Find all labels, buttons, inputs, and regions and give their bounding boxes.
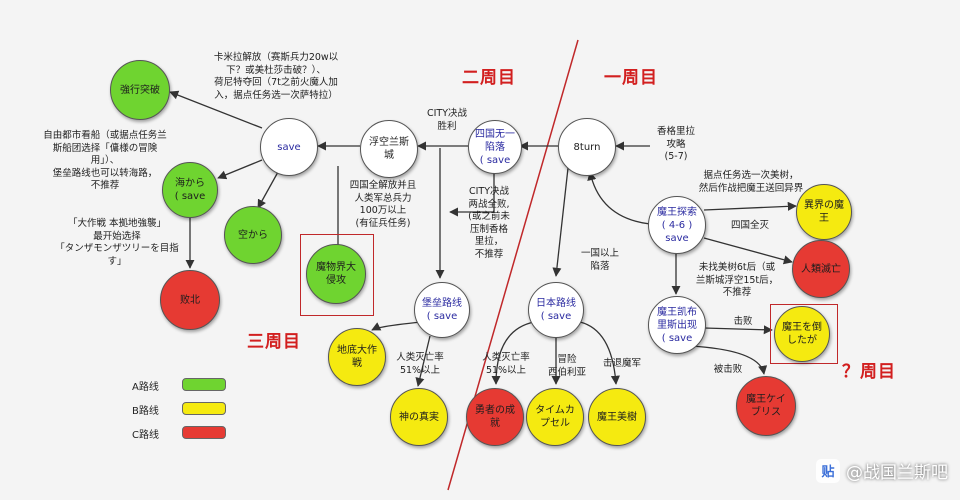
node-daoshi: 魔王を倒 したが <box>774 306 830 362</box>
edge-save1-haikara <box>217 159 263 180</box>
edge-baolei-didi <box>371 321 423 331</box>
highlight-box-daoshi <box>770 304 838 364</box>
edge-baolei-shen <box>415 335 431 387</box>
node-kailu: 魔王凯布 里斯出现 ( save <box>648 296 706 354</box>
round3-label: 三周目 <box>247 332 301 352</box>
note-jituimo: 击退魔军 <box>602 358 641 369</box>
highlight-box-mowu <box>300 234 374 316</box>
note-weizhao: 未找美树6t后（或 兰斯城浮空15t后， 不推荐 <box>695 262 779 298</box>
edge-kailu-keibu <box>689 345 768 375</box>
node-tansuo: 魔王探索 ( 4-6 ) save <box>648 196 706 254</box>
note-renlei1: 人类灭亡率 51%以上 <box>396 352 444 376</box>
node-yongzhe: 勇者の成 就 <box>466 388 524 446</box>
legend-swatch-b <box>182 402 226 415</box>
legend-label-b: B路线 <box>132 406 159 417</box>
note-ziyou: 自由都市看船（或据点任务兰 斯船团选择「傭様の冒険 用」）、 堡垒路线也可以转海… <box>43 130 167 191</box>
node-keibu: 魔王ケイ ブリス <box>736 376 796 436</box>
edge-tansuo-renlei <box>703 237 793 265</box>
edge-riben-yongzhe <box>491 321 535 385</box>
note-city1: CITY决战 胜利 <box>426 108 468 132</box>
note-city2: CITY决战 两战全败, (或之前未 压制香格 里拉， 不推荐 <box>468 186 510 260</box>
note-yiguo: 一国以上 陷落 <box>580 248 619 272</box>
node-mowu: 魔物界大 侵攻 <box>306 244 366 304</box>
node-haikara: 海から ( save <box>162 162 218 218</box>
node-baolei: 堡垒路线 ( save <box>414 282 470 338</box>
note-renlei2: 人类灭亡率 51%以上 <box>482 352 530 376</box>
edge-tansuo-yijie <box>703 201 797 211</box>
watermark-text: @战国兰斯吧 <box>846 463 948 483</box>
note-siguoquanmie: 四国全灭 <box>730 220 769 231</box>
node-save1: save <box>260 118 318 176</box>
node-turn8: 8turn <box>558 118 616 176</box>
legend-swatch-a <box>182 378 226 391</box>
node-sorakara: 空から <box>224 206 282 264</box>
legend-swatch-c <box>182 426 226 439</box>
note-dazhan: 「大作戦 本拠地強襲」 最开始选择 「タンザモンザツリーを目指 す」 <box>55 218 179 267</box>
note-xiangge: 香格里拉 攻略 (5-7) <box>656 126 695 162</box>
round1-label: 一周目 <box>604 68 658 88</box>
note-beijibai: 被击败 <box>713 364 743 375</box>
legend-label-a: A路线 <box>132 382 159 393</box>
roundq-label: ？周目 <box>842 362 896 382</box>
node-riben: 日本路线 ( save <box>528 282 584 338</box>
edge-save1-qiangxing <box>169 90 263 129</box>
node-yijie: 異界の魔 王 <box>796 184 852 240</box>
legend-label-c: C路线 <box>132 430 159 441</box>
edge-kailu-daoshi <box>703 325 773 335</box>
note-jibai: 击败 <box>733 316 753 327</box>
note-judian: 据点任务选一次美树， 然后作战把魔王送回异界 <box>698 170 804 194</box>
note-maoxian: 冒险 西伯利亚 <box>547 354 586 378</box>
edge-riben-meishu <box>579 321 620 385</box>
edge-siguo-baolei <box>449 172 495 217</box>
node-haibei: 败北 <box>160 270 220 330</box>
node-meishu: 魔王美樹 <box>588 388 646 446</box>
edge-save1-sorakara <box>257 171 279 209</box>
edge-turn8-riben <box>552 167 569 277</box>
node-siguo: 四国无一 陷落 ( save <box>468 120 522 174</box>
node-shen: 神の真実 <box>390 388 448 446</box>
round2-label: 二周目 <box>462 68 516 88</box>
edge-tansuo-turn8 <box>587 171 651 225</box>
watermark: 贴 @战国兰斯吧 <box>816 458 948 483</box>
node-fukong: 浮空兰斯 城 <box>360 120 418 178</box>
node-qiangxing: 強行突破 <box>110 60 170 120</box>
node-didi: 地底大作 戦 <box>328 328 386 386</box>
paw-icon: 贴 <box>816 458 840 483</box>
note-kamila: 卡米拉解放（赛斯兵力20w以 下？或美杜莎击破？）、 荷尼特夺回（7t之前火魔人… <box>213 52 339 101</box>
node-renlei: 人類滅亡 <box>792 240 850 298</box>
note-siguojiefang: 四国全解放并且 人类军总兵力 100万以上 (有征兵任务) <box>349 180 417 229</box>
node-time: タイムカ プセル <box>526 388 584 446</box>
